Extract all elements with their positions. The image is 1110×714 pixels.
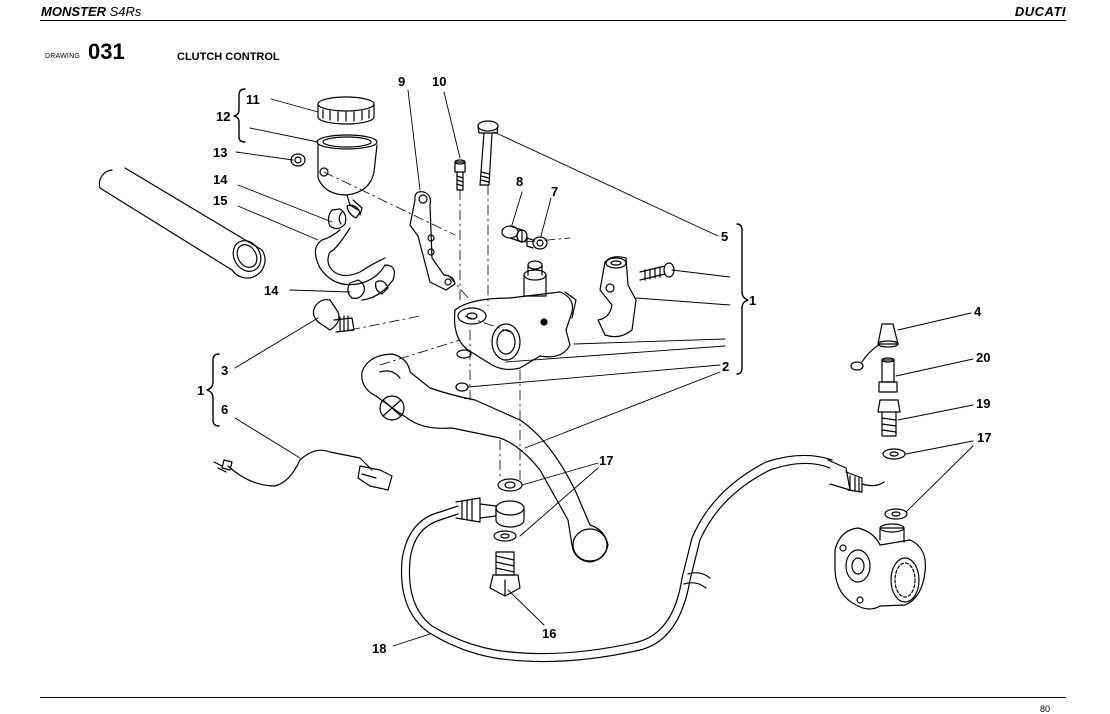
reservoir-cap bbox=[317, 96, 375, 125]
assembly-guide-lines bbox=[323, 171, 571, 481]
hose-end-fitting-lever bbox=[455, 497, 497, 523]
callout-7: 7 bbox=[551, 184, 558, 199]
model-name-variant: S4Rs bbox=[109, 4, 142, 19]
callout-2: 2 bbox=[722, 359, 729, 374]
callout-9: 9 bbox=[398, 74, 405, 89]
adjuster-bush bbox=[501, 225, 528, 243]
callout-15: 15 bbox=[213, 193, 227, 208]
bleed-cap bbox=[850, 323, 899, 371]
clamp-screw bbox=[639, 262, 675, 281]
drawing-title: CLUTCH CONTROL bbox=[177, 51, 280, 63]
callout-14-upper: 14 bbox=[213, 172, 228, 187]
pivot-bolt bbox=[477, 120, 499, 186]
adjuster-screw bbox=[526, 236, 548, 250]
lever-washer bbox=[455, 349, 472, 392]
callout-19: 19 bbox=[976, 396, 990, 411]
slave-washers bbox=[882, 448, 908, 520]
callout-20: 20 bbox=[976, 350, 990, 365]
callout-17-left: 17 bbox=[599, 453, 613, 468]
clutch-hose bbox=[400, 454, 833, 663]
model-name: MONSTER S4Rs bbox=[41, 4, 141, 19]
leader-lines bbox=[234, 89, 974, 647]
group-brace-1-upper bbox=[736, 223, 749, 375]
callout-8: 8 bbox=[516, 174, 523, 189]
bracket-bolt bbox=[454, 159, 466, 191]
clutch-slave-cylinder bbox=[834, 523, 927, 610]
clutch-master-cylinder bbox=[453, 260, 577, 371]
callout-labels: 11 12 13 14 15 14 3 1 6 9 10 8 7 5 1 2 4… bbox=[197, 74, 991, 656]
handlebar-grip bbox=[98, 167, 266, 279]
fluid-reservoir bbox=[316, 134, 378, 216]
group-brace-1-lower bbox=[206, 353, 220, 427]
callout-11: 11 bbox=[246, 92, 260, 107]
banjo-bolt bbox=[489, 551, 521, 597]
clutch-lever bbox=[361, 353, 609, 563]
hose-clamp-upper bbox=[327, 204, 361, 230]
model-name-main: MONSTER bbox=[41, 4, 106, 19]
callout-3: 3 bbox=[221, 363, 228, 378]
page-number: 80 bbox=[1039, 704, 1050, 714]
callout-17-right: 17 bbox=[977, 430, 991, 445]
drawing-label: DRAWING bbox=[45, 53, 80, 60]
callout-6: 6 bbox=[221, 402, 228, 417]
reservoir-hose bbox=[314, 227, 395, 301]
drawing-number: 031 bbox=[88, 39, 125, 64]
callout-10: 10 bbox=[432, 74, 446, 89]
footer-rule bbox=[40, 697, 1066, 698]
header-rule bbox=[40, 20, 1066, 21]
bleed-nut bbox=[877, 399, 901, 437]
callout-12: 12 bbox=[216, 109, 230, 124]
callout-14-lower: 14 bbox=[264, 283, 279, 298]
callout-5: 5 bbox=[721, 229, 728, 244]
callout-1-right: 1 bbox=[749, 293, 756, 308]
hose-clamp-lower bbox=[347, 279, 389, 299]
clutch-switch-cable bbox=[213, 449, 393, 491]
callout-13: 13 bbox=[213, 145, 227, 160]
callout-4: 4 bbox=[974, 304, 982, 319]
brand-name: DUCATI bbox=[1014, 4, 1066, 19]
callout-18: 18 bbox=[372, 641, 386, 656]
hose-end-fitting-cylinder bbox=[827, 459, 885, 493]
bleed-valve bbox=[878, 357, 898, 393]
handlebar-clamp bbox=[597, 256, 637, 338]
callout-16: 16 bbox=[542, 626, 556, 641]
mirror-bracket bbox=[409, 191, 456, 291]
banjo-washers-lever bbox=[493, 478, 525, 542]
hose-union-fitting bbox=[312, 298, 355, 333]
callout-1-left: 1 bbox=[197, 383, 204, 398]
group-brace-12 bbox=[233, 88, 246, 143]
